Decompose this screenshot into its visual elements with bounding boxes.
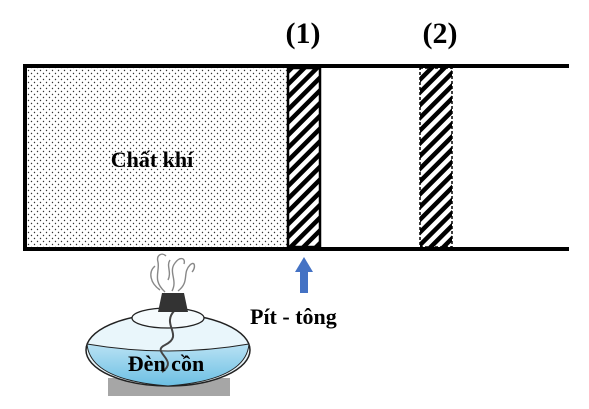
position-2-label: (2) [423, 17, 458, 50]
gas-label: Chất khí [111, 147, 194, 172]
alcohol-lamp [85, 293, 251, 396]
piston-label: Pít - tông [250, 304, 337, 329]
up-arrow-icon [295, 257, 313, 293]
lamp-wick [159, 309, 176, 373]
smoke-flame-icon [150, 253, 196, 293]
gas-region [25, 68, 288, 247]
piston-position-2 [419, 67, 453, 248]
lamp-label: Đèn cồn [128, 351, 204, 376]
position-1-label: (1) [286, 17, 321, 50]
burner-cap [158, 293, 188, 312]
piston-position-1 [286, 66, 322, 249]
